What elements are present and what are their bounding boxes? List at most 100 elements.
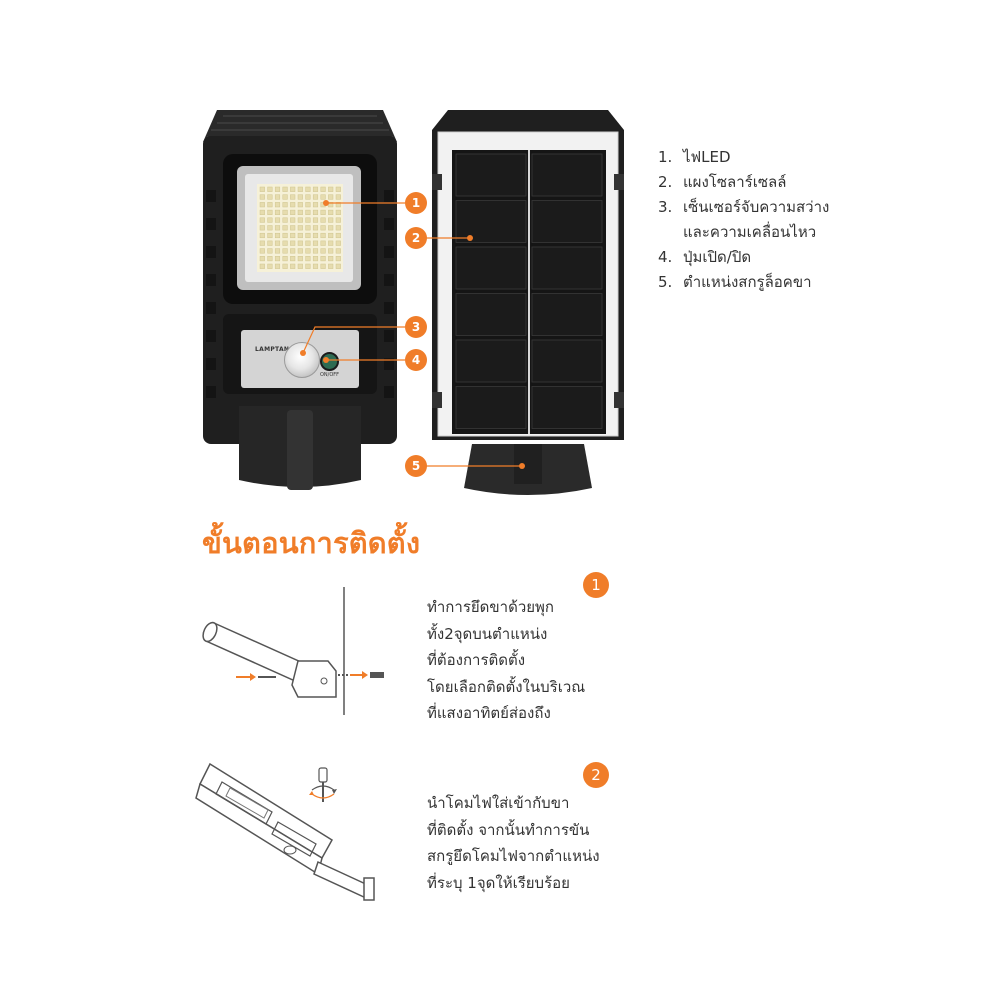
led-chip — [282, 256, 288, 262]
led-chip — [328, 240, 334, 246]
led-chip — [282, 248, 288, 254]
led-chip — [335, 256, 341, 262]
lamp-back-view — [432, 110, 624, 495]
led-chip — [259, 202, 265, 208]
led-chip — [259, 240, 265, 246]
led-chip — [282, 194, 288, 200]
led-chip — [290, 256, 296, 262]
led-chip — [305, 217, 311, 223]
led-chip — [259, 248, 265, 254]
led-chip — [312, 209, 319, 215]
led-chip — [335, 240, 341, 246]
led-chip — [305, 186, 311, 192]
step-2-badge: 2 — [583, 762, 609, 788]
led-chip — [328, 194, 334, 200]
solar-cell — [531, 386, 603, 429]
led-chip — [282, 232, 288, 239]
led-chip — [267, 240, 273, 246]
led-chip — [305, 209, 311, 215]
led-chip — [320, 225, 326, 231]
led-chip — [267, 256, 273, 262]
legend-item: 2.แผงโซลาร์เซลล์ — [658, 173, 787, 191]
led-chip — [320, 248, 326, 254]
led-chip — [297, 263, 303, 269]
install-title: ขั้นตอนการติดตั้ง — [202, 526, 421, 560]
led-chip — [274, 194, 281, 200]
led-chip — [312, 225, 319, 231]
step-1-badge: 1 — [583, 572, 609, 598]
led-chip — [290, 194, 296, 200]
led-chip — [274, 240, 281, 246]
led-chip — [282, 217, 288, 223]
led-chip — [267, 186, 273, 192]
solar-cell — [455, 153, 527, 197]
led-chip — [305, 248, 311, 254]
led-chip — [320, 194, 326, 200]
led-chip — [328, 217, 334, 223]
callout-badge-3: 3 — [405, 316, 427, 338]
solar-cell — [455, 200, 527, 243]
led-chip — [320, 186, 326, 192]
led-chip — [290, 263, 296, 269]
led-chip — [305, 202, 311, 208]
led-chip — [267, 263, 273, 269]
led-chip — [274, 256, 281, 262]
led-chip — [320, 232, 326, 239]
solar-cell — [531, 293, 603, 336]
led-chip — [297, 248, 303, 254]
solar-cell — [531, 200, 603, 243]
led-chip — [335, 248, 341, 254]
led-chip — [312, 240, 319, 246]
led-chip — [290, 232, 296, 239]
led-chip — [312, 202, 319, 208]
legend-item-continued: และความเคลื่อนไหว — [683, 223, 817, 241]
led-chip — [335, 209, 341, 215]
led-chip — [297, 217, 303, 223]
led-chip — [312, 263, 319, 269]
led-chip — [259, 194, 265, 200]
led-chip — [297, 209, 303, 215]
lamp-front-view — [203, 110, 397, 490]
led-chip — [335, 186, 341, 192]
led-chip — [290, 225, 296, 231]
solar-cell — [455, 293, 527, 336]
led-chip — [297, 186, 303, 192]
led-chip — [335, 263, 341, 269]
led-chip — [312, 217, 319, 223]
led-chip — [274, 225, 281, 231]
led-chip — [290, 217, 296, 223]
led-chip — [328, 209, 334, 215]
led-chip — [259, 256, 265, 262]
led-chip — [335, 217, 341, 223]
led-chip — [274, 186, 281, 192]
solar-cell — [455, 246, 527, 290]
step-2-text: นำโคมไฟใส่เข้ากับขา ที่ติดตั้ง จากนั้นทำ… — [427, 794, 600, 892]
callout-badge-1: 1 — [405, 192, 427, 214]
on-off-button-icon — [320, 352, 339, 371]
led-chip — [305, 240, 311, 246]
legend-item: 1.ไฟLED — [658, 148, 731, 166]
led-chip — [259, 225, 265, 231]
solar-cell — [455, 386, 527, 429]
legend-item: 3.เซ็นเซอร์จับความสว่าง — [658, 198, 830, 216]
led-chip — [274, 248, 281, 254]
solar-cell — [531, 153, 603, 197]
step-1-illustration — [202, 587, 384, 715]
led-chip — [328, 225, 334, 231]
led-chip — [312, 186, 319, 192]
led-chip — [297, 225, 303, 231]
led-chip — [259, 186, 265, 192]
led-chip — [320, 256, 326, 262]
led-chip — [259, 263, 265, 269]
led-chip — [335, 225, 341, 231]
led-chip — [274, 232, 281, 239]
led-chip — [328, 248, 334, 254]
led-chip — [320, 263, 326, 269]
led-chip — [305, 232, 311, 239]
legend-item: 4.ปุ่มเปิด/ปิด — [658, 248, 752, 266]
led-chip — [320, 240, 326, 246]
led-chip — [282, 263, 288, 269]
step-1-text: ทำการยึดขาด้วยพุก ทั้ง2จุดบนตำแหน่ง ที่ต… — [427, 598, 586, 722]
callout-badge-2: 2 — [405, 227, 427, 249]
step-2-illustration — [195, 762, 375, 901]
